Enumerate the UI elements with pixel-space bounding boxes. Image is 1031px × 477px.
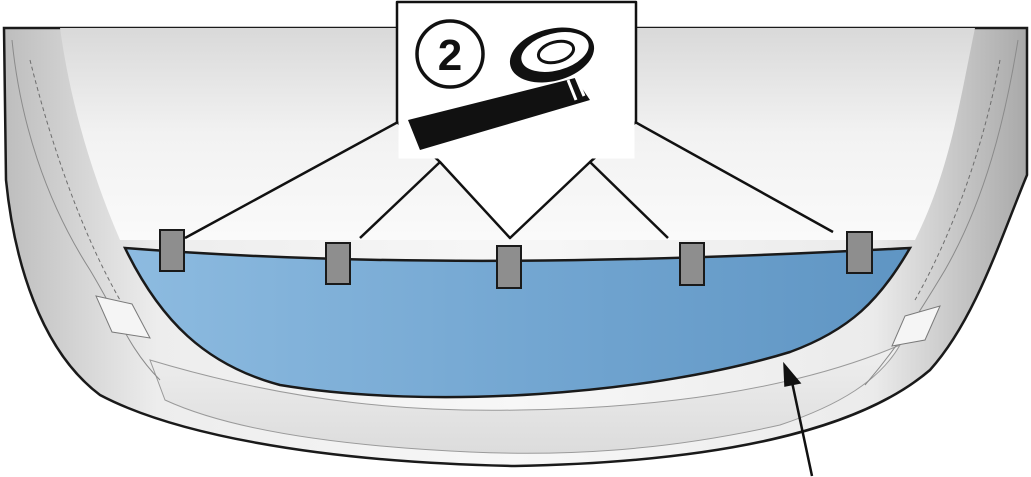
left-fog-light	[95, 295, 151, 339]
leader-line-1	[184, 120, 399, 240]
right-contour-line	[864, 39, 1019, 386]
tape-roll-stripes	[566, 76, 586, 101]
tape-strip-4	[679, 242, 705, 286]
tape-roll-core	[536, 39, 576, 65]
tape-strip-1	[159, 229, 185, 272]
leader-line-2	[359, 161, 441, 239]
step-number: 2	[438, 31, 462, 80]
tape-strip-2	[325, 242, 351, 285]
left-contour-line	[11, 39, 161, 381]
leader-line-4	[589, 161, 669, 239]
left-panel-line	[29, 59, 121, 301]
callout-box: 2	[395, 0, 638, 240]
right-fog-light	[891, 305, 941, 347]
arrow-shaft	[790, 381, 814, 477]
adhesive-tape-roll-icon	[408, 27, 595, 150]
arrow-head	[783, 361, 802, 387]
tape-strip-5	[846, 231, 873, 274]
right-panel-line	[914, 59, 1001, 301]
step-number-badge	[415, 19, 485, 89]
callout-leader-lines	[184, 120, 834, 240]
tape-strip	[408, 78, 590, 150]
protected-area	[122, 246, 913, 399]
tape-strip-3	[496, 245, 522, 289]
leader-line-5	[634, 120, 834, 234]
tape-strips	[159, 229, 873, 289]
arrow-up-icon	[783, 361, 814, 477]
